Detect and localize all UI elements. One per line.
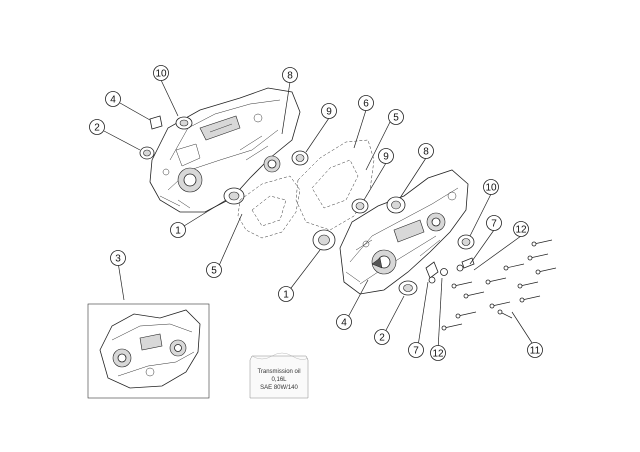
screw-set <box>441 239 557 331</box>
callout-11: 11 <box>527 342 543 358</box>
callout-10: 10 <box>483 179 499 195</box>
callout-9: 9 <box>378 148 394 164</box>
leader-lines <box>103 79 535 351</box>
callout-label: 5 <box>211 266 217 277</box>
callout-label: 11 <box>530 346 541 357</box>
callout-5: 5 <box>206 262 222 278</box>
callout-label: 2 <box>94 123 100 134</box>
right-crankcase-half <box>339 169 469 295</box>
callout-8: 8 <box>282 67 298 83</box>
callout-6: 6 <box>358 95 374 111</box>
callout-7: 7 <box>486 215 502 231</box>
callout-label: 9 <box>326 107 332 118</box>
callouts: 10 8 4 2 9 6 5 9 8 10 7 12 1 5 1 3 4 2 7… <box>89 65 543 361</box>
callout-10: 10 <box>153 65 169 81</box>
callout-label: 2 <box>379 333 385 344</box>
callout-label: 12 <box>515 225 527 236</box>
right-small-parts <box>312 196 475 296</box>
callout-label: 3 <box>115 254 121 265</box>
callout-label: 10 <box>485 183 497 194</box>
callout-label: 5 <box>393 113 399 124</box>
callout-9: 9 <box>321 103 337 119</box>
callout-label: 8 <box>423 147 429 158</box>
callout-label: 1 <box>175 226 181 237</box>
callout-label: 4 <box>341 318 347 329</box>
oil-note-line2: 0,16L <box>271 377 287 383</box>
callout-label: 1 <box>283 290 289 301</box>
left-small-parts <box>139 115 309 205</box>
callout-7: 7 <box>408 342 424 358</box>
callout-1: 1 <box>278 286 294 302</box>
callout-5: 5 <box>388 109 404 125</box>
oil-note-line3: SAE 80W/140 <box>260 385 298 391</box>
callout-label: 7 <box>491 219 497 230</box>
callout-label: 8 <box>287 71 293 82</box>
callout-label: 10 <box>155 69 167 80</box>
callout-label: 12 <box>432 349 444 360</box>
callout-label: 4 <box>110 95 116 106</box>
gasket-left <box>237 175 301 239</box>
callout-12: 12 <box>430 345 446 361</box>
callout-1: 1 <box>170 222 186 238</box>
callout-2: 2 <box>89 119 105 135</box>
callout-4: 4 <box>105 91 121 107</box>
callout-label: 7 <box>413 346 419 357</box>
assembled-crankcase-inset <box>87 303 210 399</box>
oil-note-line1: Transmission oil <box>257 369 300 375</box>
callout-8: 8 <box>418 143 434 159</box>
callout-2: 2 <box>374 329 390 345</box>
callout-label: 6 <box>363 99 369 110</box>
callout-3: 3 <box>110 250 126 266</box>
oil-note: Transmission oil 0,16L SAE 80W/140 <box>249 352 309 399</box>
callout-12: 12 <box>513 221 529 237</box>
callout-label: 9 <box>383 152 389 163</box>
gasket-center <box>295 139 375 231</box>
callout-4: 4 <box>336 314 352 330</box>
